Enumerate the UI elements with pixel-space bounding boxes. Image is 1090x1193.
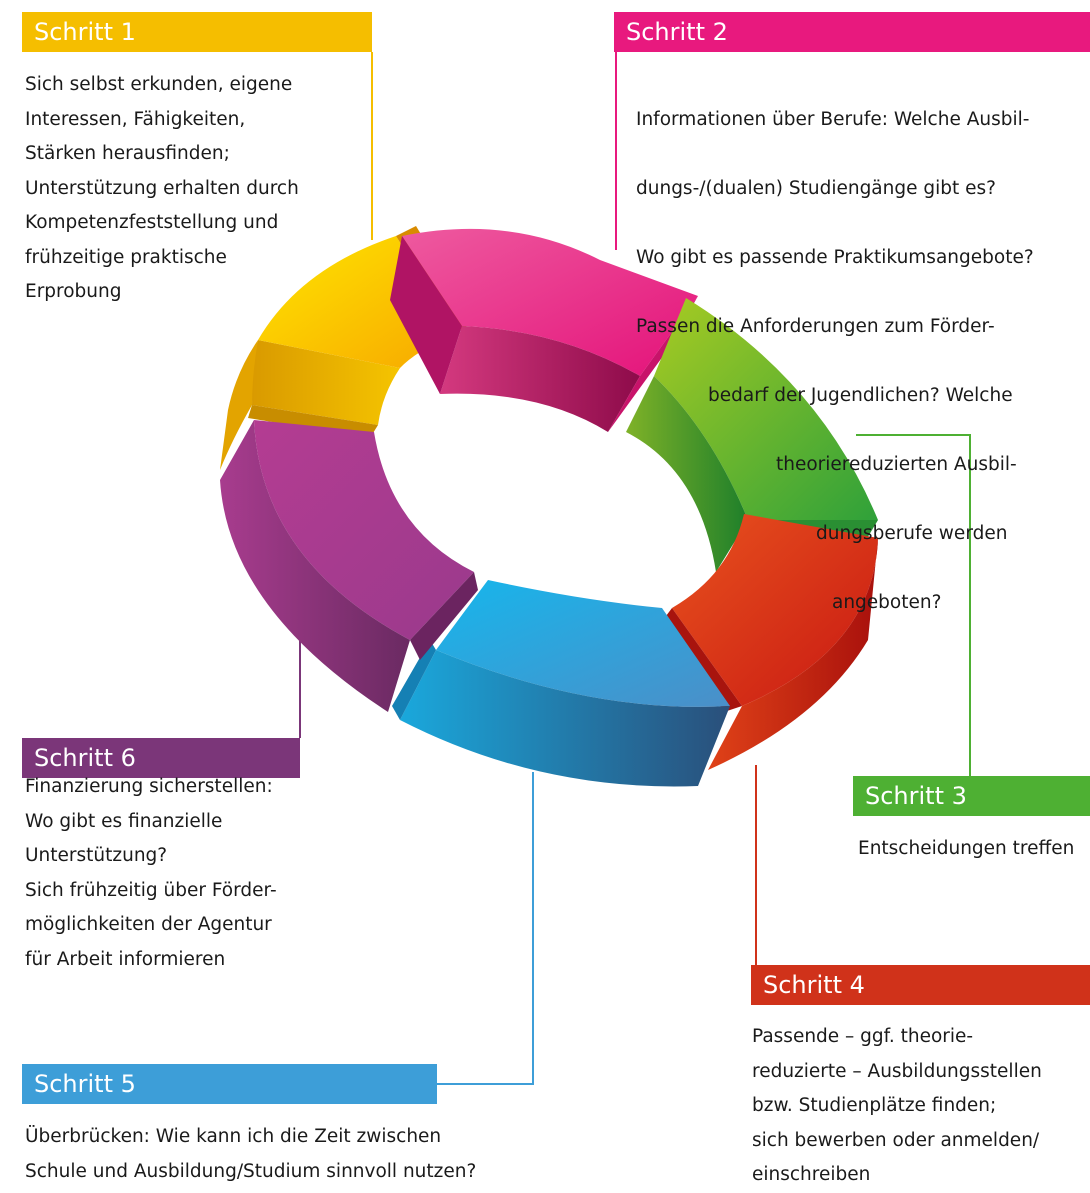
step-2-line: bedarf der Jugendlichen? Welche	[708, 384, 1013, 406]
connector-step-3	[856, 434, 971, 776]
step-4-header: Schritt 4	[751, 965, 1090, 1005]
step-2-line: Informationen über Berufe: Welche Ausbil…	[636, 108, 1030, 130]
step-2-line: dungs-/(dualen) Studiengänge gibt es?	[636, 177, 996, 199]
step-2-line: theoriereduzierten Ausbil-	[776, 453, 1017, 475]
step-3-header: Schritt 3	[853, 776, 1090, 816]
step-2-line: Passen die Anforderungen zum Förder-	[636, 315, 995, 337]
step-2-line: Wo gibt es passende Praktikumsangebote?	[636, 246, 1034, 268]
step-2-line: dungsberufe werden	[816, 522, 1008, 544]
step-6-description: Finanzierung sicherstellen: Wo gibt es f…	[25, 776, 277, 970]
step-3-description: Entscheidungen treffen	[858, 838, 1075, 859]
ring-segment-step-4	[666, 514, 878, 770]
step-2-line: angeboten?	[832, 591, 942, 613]
step-2-description: Informationen über Berufe: Welche Ausbil…	[636, 68, 1086, 655]
step-2-header: Schritt 2	[614, 12, 1090, 52]
connector-step-5	[437, 772, 534, 1085]
step-1-description: Sich selbst erkunden, eigene Interessen,…	[25, 74, 299, 302]
ring-segment-step-5	[392, 580, 730, 787]
step-4-description: Passende – ggf. theorie- reduzierte – Au…	[752, 1026, 1042, 1185]
step-1-header: Schritt 1	[22, 12, 372, 52]
step-5-header: Schritt 5	[22, 1064, 437, 1104]
step-6-header: Schritt 6	[22, 738, 300, 778]
ring-segment-step-6	[220, 420, 478, 712]
step-5-description: Überbrücken: Wie kann ich die Zeit zwisc…	[25, 1126, 477, 1182]
